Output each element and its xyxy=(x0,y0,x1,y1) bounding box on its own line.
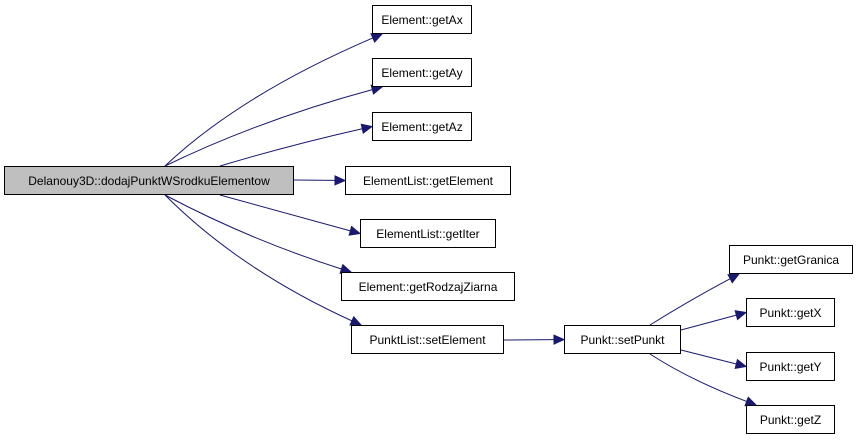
node-elementlist-getelement[interactable]: ElementList::getElement xyxy=(345,166,511,195)
arrowhead-gety xyxy=(734,358,748,370)
arrowhead-setpunkt xyxy=(553,334,566,345)
edge-root-getay xyxy=(164,89,373,167)
node-element-getax[interactable]: Element::getAx xyxy=(372,5,472,34)
arrowhead-getx xyxy=(734,310,748,321)
edge-setpunkt-getz xyxy=(649,353,747,402)
arrowhead-getax xyxy=(370,33,384,43)
edge-setpunkt-gety xyxy=(680,349,737,365)
node-delanouy3d-dodajpunktwsrodkuelementow: Delanouy3D::dodajPunktWSrodkuElementow xyxy=(4,166,294,195)
node-elementlist-getiter[interactable]: ElementList::getIter xyxy=(360,219,496,248)
arrowhead-getgranica xyxy=(727,273,741,284)
arrowhead-setelement xyxy=(349,315,363,326)
edge-root-getiter xyxy=(219,194,351,232)
edge-root-getaz xyxy=(219,128,363,167)
node-punkt-setpunkt[interactable]: Punkt::setPunkt xyxy=(564,325,681,354)
node-element-getay[interactable]: Element::getAy xyxy=(372,58,472,87)
edge-root-getrodzajziarna xyxy=(164,194,342,270)
node-punkt-getz[interactable]: Punkt::getZ xyxy=(746,405,835,434)
node-punktlist-setelement[interactable]: PunktList::setElement xyxy=(351,325,504,354)
edge-root-setelement xyxy=(164,194,353,322)
arrowhead-getaz xyxy=(360,123,374,134)
node-punkt-getgranica[interactable]: Punkt::getGranica xyxy=(729,245,853,274)
node-punkt-gety[interactable]: Punkt::getY xyxy=(746,352,835,381)
edge-root-getax xyxy=(164,37,374,167)
edge-setpunkt-getx xyxy=(680,314,737,331)
arrowhead-getelement xyxy=(334,175,347,186)
node-punkt-getx[interactable]: Punkt::getX xyxy=(746,298,835,327)
edge-setpunkt-getgranica xyxy=(649,278,731,326)
node-element-getrodzajziarna[interactable]: Element::getRodzajZiarna xyxy=(341,272,515,301)
node-element-getaz[interactable]: Element::getAz xyxy=(372,112,472,141)
arrowhead-getiter xyxy=(348,225,362,236)
